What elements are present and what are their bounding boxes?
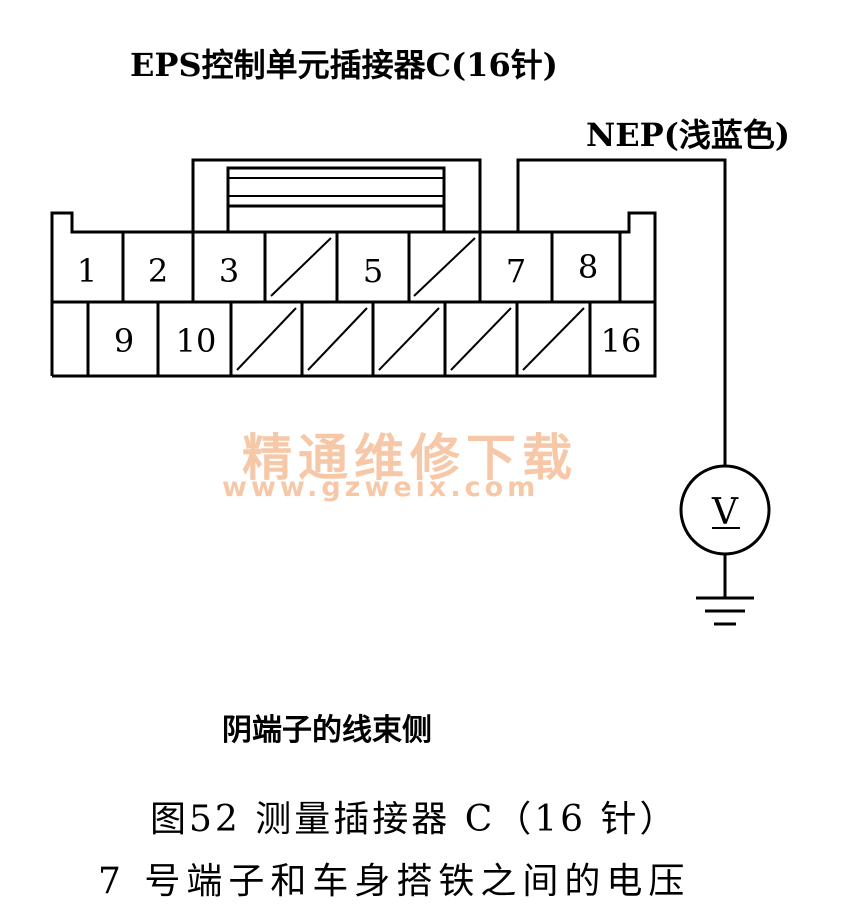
watermark-text: 精通维修下载 (242, 429, 578, 487)
watermark-url: www.gzweix.com (222, 472, 540, 503)
pin-16-label: 16 (601, 322, 642, 360)
pin-3-label: 3 (219, 252, 239, 290)
connector-housing-outline (50, 158, 727, 585)
pin-2-label: 2 (148, 252, 168, 290)
harness-side-label: 阴端子的线束侧 (222, 713, 432, 748)
voltmeter-symbol: V (711, 492, 739, 533)
pin-5-label: 5 (363, 252, 383, 290)
pin-1-label: 1 (77, 252, 97, 290)
figure-caption-line1: 图52 测量插接器 C（16 针） (150, 799, 679, 840)
pin-8-label: 8 (578, 248, 598, 286)
ground-icon (696, 596, 754, 626)
figure-caption-line2: 7 号端子和车身搭铁之间的电压 (98, 861, 691, 902)
wire-label: NEP(浅蓝色) (586, 116, 790, 154)
pin-7-label: 7 (506, 252, 526, 290)
connector-latch (226, 166, 446, 208)
top-row-dividers (121, 232, 622, 302)
pin-10-label: 10 (176, 322, 217, 360)
bottom-row-dividers (86, 302, 592, 376)
unused-cavity-slashes (236, 237, 585, 371)
pin-9-label: 9 (114, 322, 134, 360)
connector-title: EPS控制单元插接器C(16针) (130, 46, 558, 84)
